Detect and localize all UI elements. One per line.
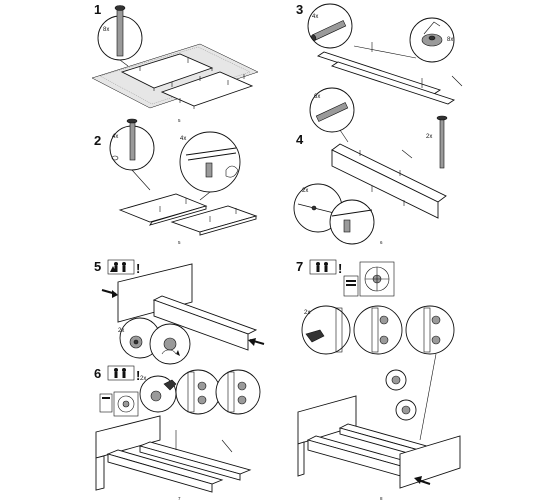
two-person-assembly-icon <box>107 259 135 275</box>
page-number-7: 7 <box>178 496 181 501</box>
step-2-number: 2 <box>94 133 101 148</box>
step-2-quantity-b: 4x <box>180 136 186 142</box>
step-3-quantity-b: 8x <box>447 37 453 43</box>
step-5: 5 ! 2x <box>94 259 265 365</box>
step-4-quantity-b: 2x <box>426 134 432 140</box>
rail-bottom <box>330 61 456 105</box>
page-number-6: 6 <box>380 240 383 245</box>
step-7-number: 7 <box>296 259 303 274</box>
step-4-quantity-c: 2x <box>302 188 308 194</box>
slat-panel-right <box>160 71 254 107</box>
step-1: 1 8x 5 <box>91 2 259 123</box>
headboard-upright <box>117 263 193 323</box>
step-4-quantity-a: 6x <box>314 94 320 100</box>
step-6-quantity: 2x <box>140 376 146 382</box>
wheel-diagram-icon <box>113 391 139 417</box>
dowel-icon <box>116 5 124 57</box>
screw-callout-step7 <box>301 305 351 355</box>
hand-pointer-icon-c <box>305 329 325 343</box>
hand-pointer-icon-b <box>163 379 177 391</box>
bracket-callout <box>179 131 241 193</box>
step-4-number: 4 <box>296 132 304 147</box>
step-3-quantity-a: 4x <box>312 14 318 20</box>
step-5-number: 5 <box>94 259 101 274</box>
step-1-quantity: 8x <box>103 27 109 33</box>
hand-pointer-icon <box>225 165 239 178</box>
joint-callout-step4-b <box>329 199 375 245</box>
manual-book-icon-b <box>343 275 359 297</box>
step-6-number: 6 <box>94 366 101 381</box>
headboard-assembled <box>95 415 161 459</box>
two-person-assembly-icon-c <box>309 259 337 275</box>
wooden-dowel-icon-b <box>315 102 349 122</box>
step-2-quantity-a: 4x <box>112 134 118 140</box>
warning-exclamation-icon-b: ! <box>136 368 140 383</box>
footboard <box>399 435 461 489</box>
page-number-5b: 5 <box>178 240 181 245</box>
headboard-final <box>297 395 357 445</box>
step-1-number: 1 <box>94 2 101 17</box>
step-6: 6 ! 2x <box>94 365 261 501</box>
warning-exclamation-icon: ! <box>136 261 140 276</box>
step-7: 7 ! 2x <box>296 259 461 501</box>
step-7-quantity: 2x <box>304 310 310 316</box>
step-5-quantity: 2x <box>118 328 124 334</box>
step-2: 2 4x 4x 5 <box>94 118 258 245</box>
step-4: 4 6x 2x 2x 6 <box>293 87 448 245</box>
manual-book-icon <box>99 393 113 413</box>
two-person-assembly-icon-b <box>107 365 135 381</box>
step-3: 3 4x 8x <box>296 2 463 105</box>
long-bolt-icon <box>439 117 445 169</box>
cam-callout-step6-a <box>175 369 221 415</box>
warning-exclamation-icon-c: ! <box>338 261 342 276</box>
bolt-icon <box>129 119 136 161</box>
step-3-number: 3 <box>296 2 303 17</box>
page-number-8: 8 <box>380 496 383 501</box>
cam-callout-step6-b <box>215 369 261 415</box>
wheel-diagram-icon-b <box>359 261 395 297</box>
page-number-5: 5 <box>178 118 181 123</box>
